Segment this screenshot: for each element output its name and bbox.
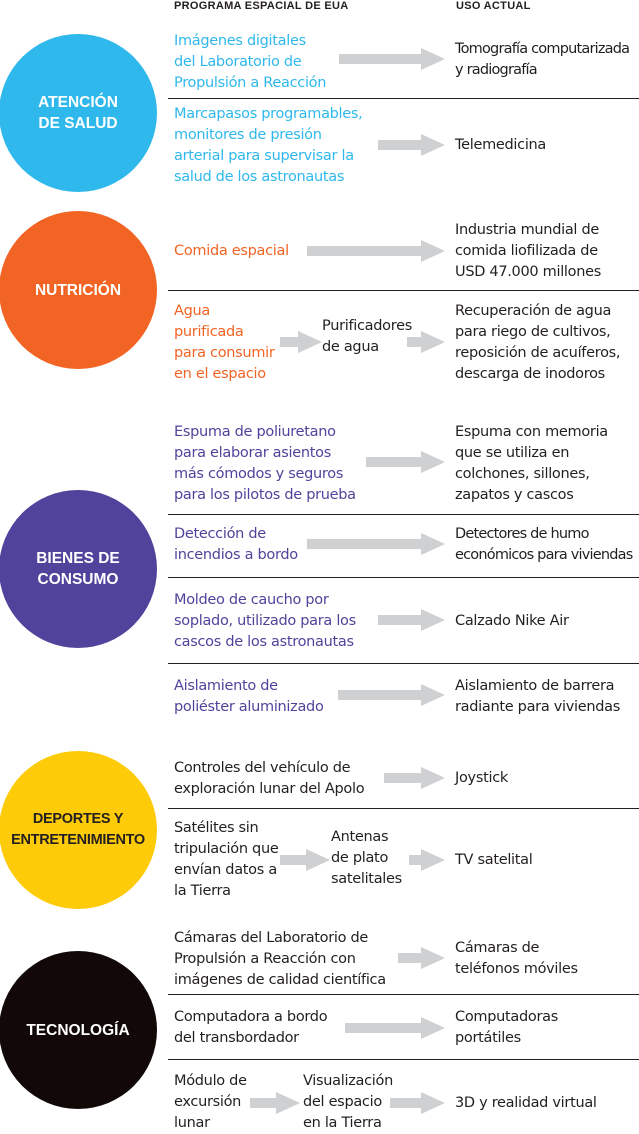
current-use-text: Calzado Nike Air [455, 613, 569, 629]
source-text: Espuma de poliuretano para elaborar asie… [174, 424, 356, 503]
current-use-text: Industria mundial de comida liofilizada … [455, 222, 601, 280]
source-text: Marcapasos programables, monitores de pr… [174, 106, 363, 185]
divider-line [168, 663, 639, 664]
arrow-icon [280, 331, 322, 353]
source-text: Computadora a bordo del transbordador [174, 1009, 328, 1046]
current-use-text: Tomografía computarizada y radiografía [455, 41, 630, 78]
header-left: PROGRAMA ESPACIAL DE EUA [174, 0, 349, 12]
current-use-text: Telemedicina [455, 137, 547, 153]
arrow-icon [307, 533, 445, 555]
divider-line [168, 290, 639, 291]
current-use-text: Cámaras de teléfonos móviles [455, 940, 578, 977]
divider-line [168, 577, 639, 578]
current-use-text: Aislamiento de barrera radiante para viv… [455, 678, 620, 715]
divider-line [168, 98, 639, 99]
arrow-icon [366, 451, 445, 473]
source-text: Detección de incendios a bordo [174, 526, 298, 563]
arrow-icon [339, 48, 445, 70]
arrow-icon [384, 767, 445, 789]
source-text: Imágenes digitales del Laboratorio de Pr… [174, 33, 327, 91]
divider-line [168, 514, 639, 515]
arrow-icon [345, 1017, 445, 1039]
current-use-text: Joystick [455, 770, 508, 786]
category-circle-deportes: DEPORTES Y ENTRETENIMIENTO [0, 751, 157, 909]
arrow-icon [390, 1092, 445, 1114]
intermediate-text: Purificadores de agua [322, 318, 412, 355]
intermediate-text: Antenas de plato satelitales [331, 829, 402, 887]
arrow-icon [378, 609, 445, 631]
current-use-text: 3D y realidad virtual [455, 1095, 597, 1111]
arrow-icon [280, 849, 330, 871]
source-text: Aislamiento de poliéster aluminizado [174, 678, 324, 715]
header-right: USO ACTUAL [456, 0, 531, 12]
source-text: Controles del vehículo de exploración lu… [174, 760, 365, 797]
current-use-text: Recuperación de agua para riego de culti… [455, 303, 621, 382]
source-text: Moldeo de caucho por soplado, utilizado … [174, 592, 356, 650]
current-use-text: Detectores de humo económicos para vivie… [455, 526, 633, 563]
arrow-icon [338, 684, 445, 706]
divider-line [168, 1059, 639, 1060]
arrow-icon [307, 240, 445, 262]
arrow-icon [398, 947, 445, 969]
source-text: Satélites sin tripulación que envían dat… [174, 820, 279, 899]
current-use-text: TV satelital [455, 852, 533, 868]
category-circle-consumo: BIENES DE CONSUMO [0, 490, 157, 648]
arrow-icon [378, 134, 445, 156]
divider-line [168, 808, 639, 809]
divider-line [168, 994, 639, 995]
source-text: Comida espacial [174, 243, 289, 259]
intermediate-text: Visualización del espacio en la Tierra [303, 1073, 393, 1131]
arrow-icon [250, 1092, 300, 1114]
source-text: Cámaras del Laboratorio de Propulsión a … [174, 930, 386, 988]
current-use-text: Computadoras portátiles [455, 1009, 558, 1046]
category-circle-nutricion: NUTRICIÓN [0, 211, 157, 369]
arrow-icon [409, 849, 445, 871]
category-circle-tecnologia: TECNOLOGÍA [0, 951, 157, 1109]
current-use-text: Espuma con memoria que se utiliza en col… [455, 424, 608, 503]
source-text: Agua purificada para consumir en el espa… [174, 303, 275, 382]
arrow-icon [407, 331, 445, 353]
source-text: Módulo de excursión lunar [174, 1073, 247, 1131]
category-circle-salud: ATENCIÓN DE SALUD [0, 34, 157, 192]
